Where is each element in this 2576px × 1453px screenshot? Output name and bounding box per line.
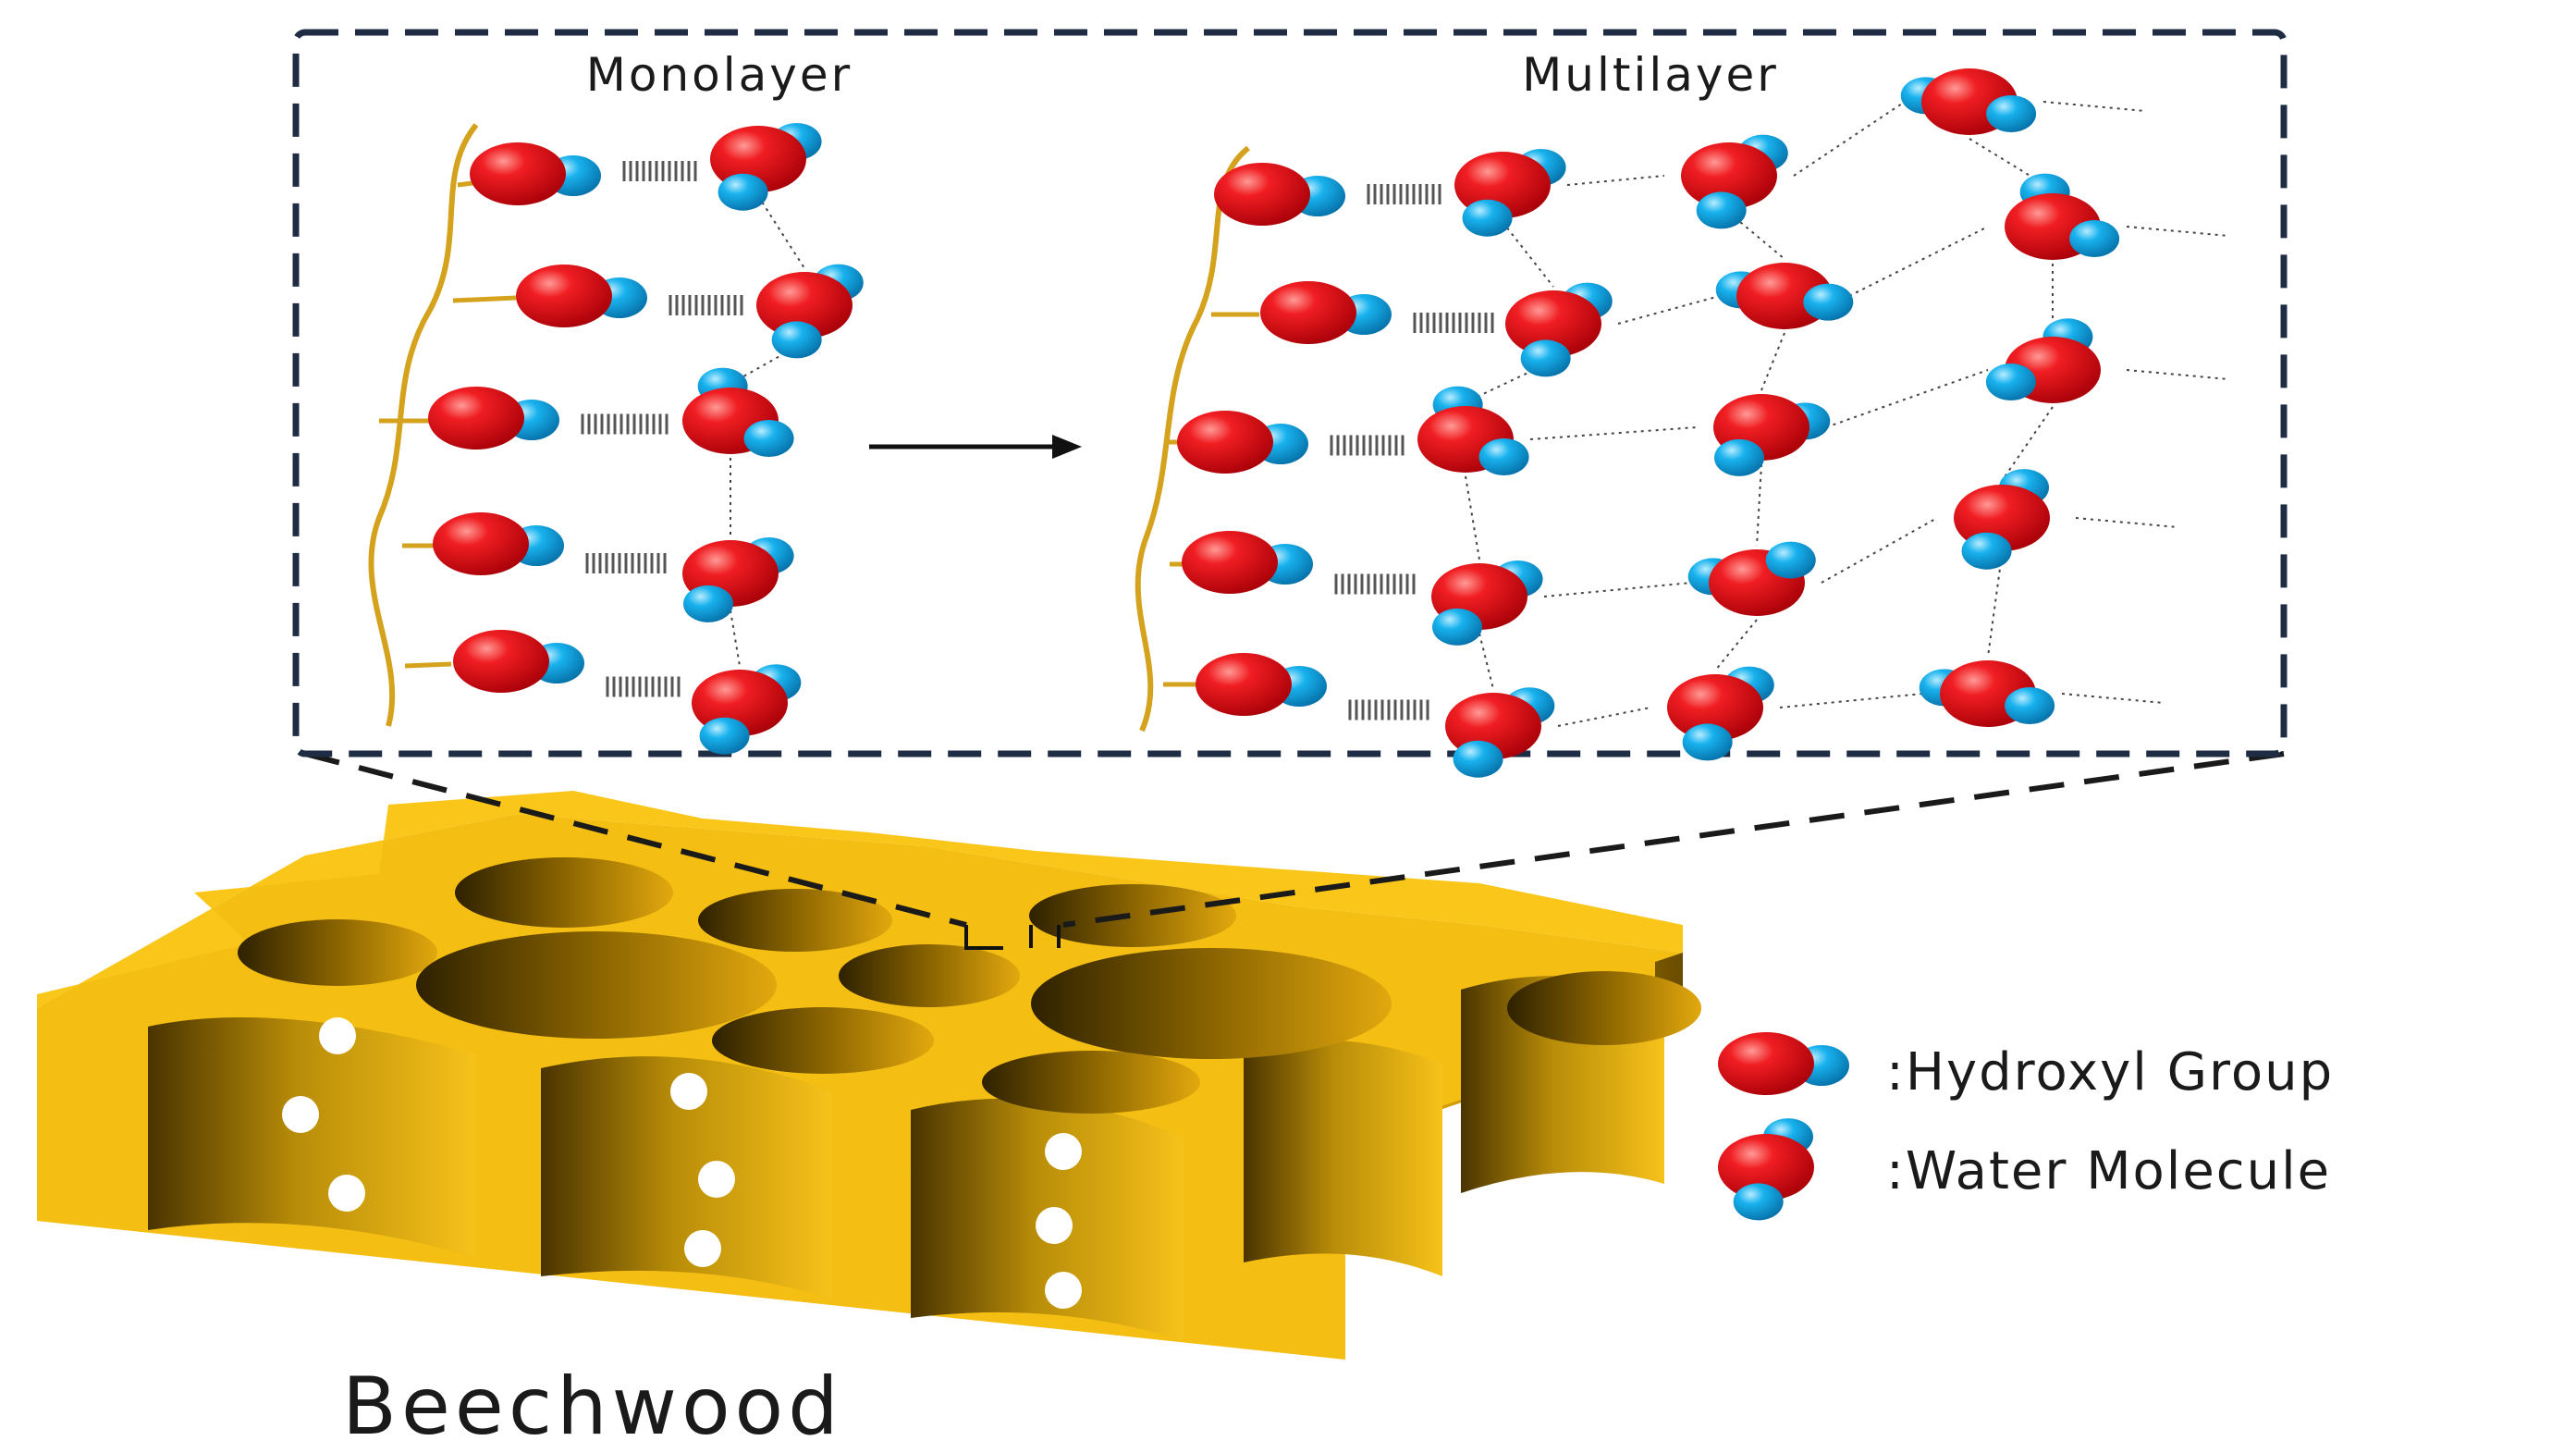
water-molecule: [1417, 386, 1529, 475]
legend-hydroxyl-icon: [1718, 1032, 1849, 1095]
water-molecule: [1954, 469, 2050, 570]
pore-8: [712, 1007, 934, 1074]
water-molecule: [1718, 1118, 1814, 1221]
monolayer-title: Monolayer: [586, 48, 853, 102]
water-molecule: [682, 367, 794, 457]
hydroxyl-group: [453, 630, 584, 693]
hydrogen-bonds-hydroxyl: [581, 161, 1494, 720]
hydroxyl-group: [1718, 1032, 1849, 1095]
water-molecule: [1919, 660, 2055, 727]
pore-9: [982, 1051, 1200, 1114]
pore-10: [1507, 971, 1701, 1045]
pore-1: [455, 857, 673, 928]
water-molecule: [1900, 68, 2037, 135]
focus-bracket: [964, 925, 1061, 950]
molecules: [428, 68, 2120, 778]
zoom-panel-frame: [292, 29, 2288, 757]
pore-4: [698, 889, 892, 952]
water-molecule: [682, 537, 794, 622]
hydroxyl-group: [433, 512, 564, 575]
material-label: Beechwood: [342, 1361, 843, 1453]
water-molecule: [1505, 282, 1613, 377]
legend-water-label: :Water Molecule: [1886, 1141, 2331, 1201]
wood-top-surface: [37, 791, 1683, 1008]
water-molecule: [1667, 666, 1774, 761]
water-molecule: [692, 664, 802, 755]
pore-3: [416, 931, 777, 1039]
water-molecule: [1985, 318, 2101, 403]
water-molecule: [1431, 560, 1543, 646]
legend-water-icon: [1718, 1118, 1814, 1221]
cell-cavity-1: [148, 1017, 476, 1258]
hydroxyl-group: [1182, 531, 1313, 594]
water-molecule: [2005, 173, 2120, 260]
water-molecule: [1713, 394, 1831, 476]
water-molecule: [1454, 149, 1566, 237]
legend-hydroxyl-label: :Hydroxyl Group: [1886, 1042, 2334, 1102]
water-molecule: [1681, 134, 1788, 229]
water-molecule: [1687, 541, 1816, 616]
water-molecule: [1715, 263, 1854, 329]
cellulose-fiber-left: [368, 123, 479, 727]
cell-cavity-2: [541, 1056, 832, 1299]
hydroxyl-group: [1214, 163, 1345, 226]
water-molecule: [756, 264, 864, 359]
hydroxyl-group: [516, 265, 647, 327]
pore-2: [238, 919, 437, 986]
hydroxyl-group: [1196, 653, 1327, 716]
hydroxyl-group: [1260, 281, 1392, 344]
pits: [282, 1017, 1082, 1309]
zoom-lines: [304, 751, 2285, 928]
beechwood-block: [37, 791, 1701, 1360]
hydroxyl-group: [1177, 411, 1308, 474]
cellulose-fiber-right: [1135, 145, 1250, 733]
hydroxyl-group: [470, 142, 601, 205]
pore-5: [839, 944, 1020, 1007]
water-molecule: [1445, 687, 1555, 778]
transition-arrow: [869, 435, 1082, 459]
hydrogen-bonds-water: [730, 101, 2229, 727]
hydroxyl-group: [428, 387, 559, 449]
water-molecule: [710, 123, 822, 211]
pore-6: [1029, 884, 1236, 947]
pore-7: [1031, 948, 1392, 1059]
cell-cavity-4: [1244, 1040, 1442, 1276]
multilayer-title: Multilayer: [1522, 48, 1779, 102]
legend: :Hydroxyl Group :Water Molecule: [1718, 1032, 2334, 1221]
